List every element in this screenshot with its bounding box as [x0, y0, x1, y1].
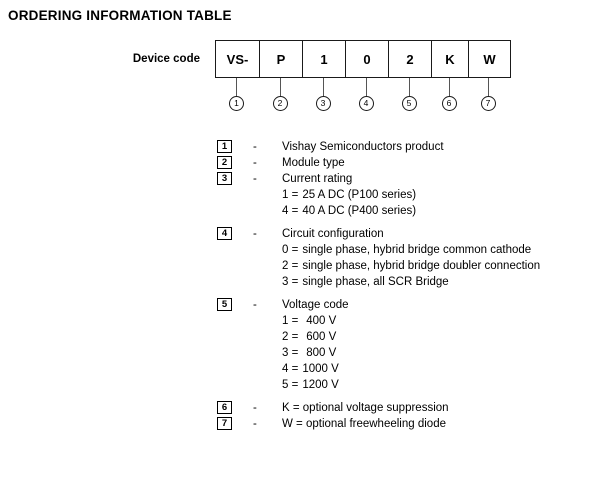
legend-option: 0 =single phase, hybrid bridge common ca… — [282, 242, 613, 258]
ordering-legend-list: 1 - Vishay Semiconductors product 2 - Module … — [217, 139, 613, 432]
legend-spacer — [217, 393, 613, 400]
legend-option: 3 =single phase, all SCR Bridge — [282, 274, 613, 290]
legend-option-value: 25 A DC (P100 series) — [302, 189, 417, 201]
legend-item-6: 6 - K = optional voltage suppression — [217, 400, 613, 416]
legend-option-value: 800 V — [306, 347, 337, 359]
legend-head: 2 - Module type — [217, 155, 613, 171]
callout-leader-line — [279, 78, 281, 97]
callout-leader-line — [322, 78, 324, 97]
callout-circle-1: 1 — [229, 96, 244, 111]
callout-circle-2: 2 — [272, 96, 288, 111]
legend-option-value: 1000 V — [302, 363, 339, 375]
legend-option: 1 =25 A DC (P100 series) — [282, 187, 613, 203]
legend-option-key: 1 = — [282, 315, 299, 327]
legend-item-2: 2 - Module type — [217, 155, 613, 171]
legend-dash: - — [253, 228, 257, 240]
legend-option-key: 5 = — [282, 379, 299, 391]
page-title: ORDERING INFORMATION TABLE — [8, 8, 232, 23]
legend-number-box-5: 5 — [217, 298, 232, 311]
legend-option-value: 40 A DC (P400 series) — [302, 205, 417, 217]
callout-leader-line — [487, 78, 489, 97]
legend-head: 3 - Current rating — [217, 171, 613, 187]
legend-dash: - — [253, 299, 257, 311]
callout-circle-6: 6 — [441, 96, 457, 111]
callout-leader-line — [408, 78, 410, 97]
callout-markers: 1 2 3 4 5 6 7 — [215, 78, 507, 114]
legend-option-value: 1200 V — [302, 379, 339, 391]
device-code-cell-1: VS- — [216, 41, 260, 77]
legend-option: 2 =single phase, hybrid bridge doubler c… — [282, 258, 613, 274]
callout-leader-line — [448, 78, 450, 97]
callout-circle-5: 5 — [401, 96, 417, 111]
legend-dash: - — [253, 402, 257, 414]
legend-option-value: single phase, all SCR Bridge — [302, 276, 449, 288]
legend-number-box-1: 1 — [217, 140, 232, 153]
device-code-cell-7: W — [483, 51, 496, 67]
device-code-label: Device code — [132, 53, 200, 65]
legend-option-key: 3 = — [282, 276, 299, 288]
legend-dash: - — [253, 173, 257, 185]
legend-item-7: 7 - W = optional freewheeling diode — [217, 416, 613, 432]
legend-options: 1 =25 A DC (P100 series)4 =40 A DC (P400… — [217, 187, 613, 219]
legend-option-value: 600 V — [306, 331, 337, 343]
legend-option: 4 =40 A DC (P400 series) — [282, 203, 613, 219]
legend-spacer — [217, 219, 613, 226]
legend-dash: - — [253, 141, 257, 153]
legend-option-key: 4 = — [282, 205, 299, 217]
legend-option-key: 0 = — [282, 244, 299, 256]
legend-option-key: 4 = — [282, 363, 299, 375]
legend-title: K = optional voltage suppression — [282, 402, 449, 414]
legend-dash: - — [253, 418, 257, 430]
callout-circle-7: 7 — [480, 96, 496, 111]
legend-number-box-6: 6 — [217, 401, 232, 414]
callout-leader-line — [365, 78, 367, 97]
legend-head: 5 - Voltage code — [217, 297, 613, 313]
legend-title: W = optional freewheeling diode — [282, 418, 446, 430]
legend-item-1: 1 - Vishay Semiconductors product — [217, 139, 613, 155]
legend-head: 1 - Vishay Semiconductors product — [217, 139, 613, 155]
legend-option-key: 3 = — [282, 347, 299, 359]
legend-item-5: 5 - Voltage code 1 = 400 V 2 = 600 V 3 = 800 V 4 … — [217, 297, 613, 400]
legend-number-box-7: 7 — [217, 417, 232, 430]
legend-option: 5 =1200 V — [282, 377, 613, 393]
callout-circle-3: 3 — [315, 96, 331, 111]
legend-title: Vishay Semiconductors product — [282, 141, 444, 153]
legend-number-box-4: 4 — [217, 227, 232, 240]
device-code-cell-5: 2 — [389, 41, 432, 77]
legend-head: 6 - K = optional voltage suppression — [217, 400, 613, 416]
legend-option-value: single phase, hybrid bridge common catho… — [302, 244, 532, 256]
legend-option: 2 = 600 V — [282, 329, 613, 345]
callout-circle-4: 4 — [358, 96, 374, 111]
legend-title: Current rating — [282, 173, 353, 185]
legend-option-value: single phase, hybrid bridge doubler conn… — [302, 260, 541, 272]
legend-title: Circuit configuration — [282, 228, 384, 240]
legend-spacer — [217, 290, 613, 297]
legend-dash: - — [253, 157, 257, 169]
legend-options: 0 =single phase, hybrid bridge common ca… — [217, 242, 613, 290]
legend-head: 4 - Circuit configuration — [217, 226, 613, 242]
device-code-cell-3: 1 — [303, 41, 346, 77]
legend-number-box-3: 3 — [217, 172, 232, 185]
legend-item-3: 3 - Current rating 1 =25 A DC (P100 series)… — [217, 171, 613, 226]
legend-title: Voltage code — [282, 299, 349, 311]
legend-option-value: 400 V — [306, 315, 337, 327]
legend-title: Module type — [282, 157, 345, 169]
legend-option-key: 1 = — [282, 189, 299, 201]
legend-option-key: 2 = — [282, 260, 299, 272]
legend-head: 7 - W = optional freewheeling diode — [217, 416, 613, 432]
device-code-cell-6: K — [432, 41, 469, 77]
legend-option: 1 = 400 V — [282, 313, 613, 329]
legend-option-key: 2 = — [282, 331, 299, 343]
callout-leader-line — [236, 78, 238, 97]
legend-option: 4 =1000 V — [282, 361, 613, 377]
legend-option: 3 = 800 V — [282, 345, 613, 361]
device-code-cell-4: 0 — [346, 41, 389, 77]
legend-number-box-2: 2 — [217, 156, 232, 169]
device-code-cell-2: P — [260, 41, 303, 77]
